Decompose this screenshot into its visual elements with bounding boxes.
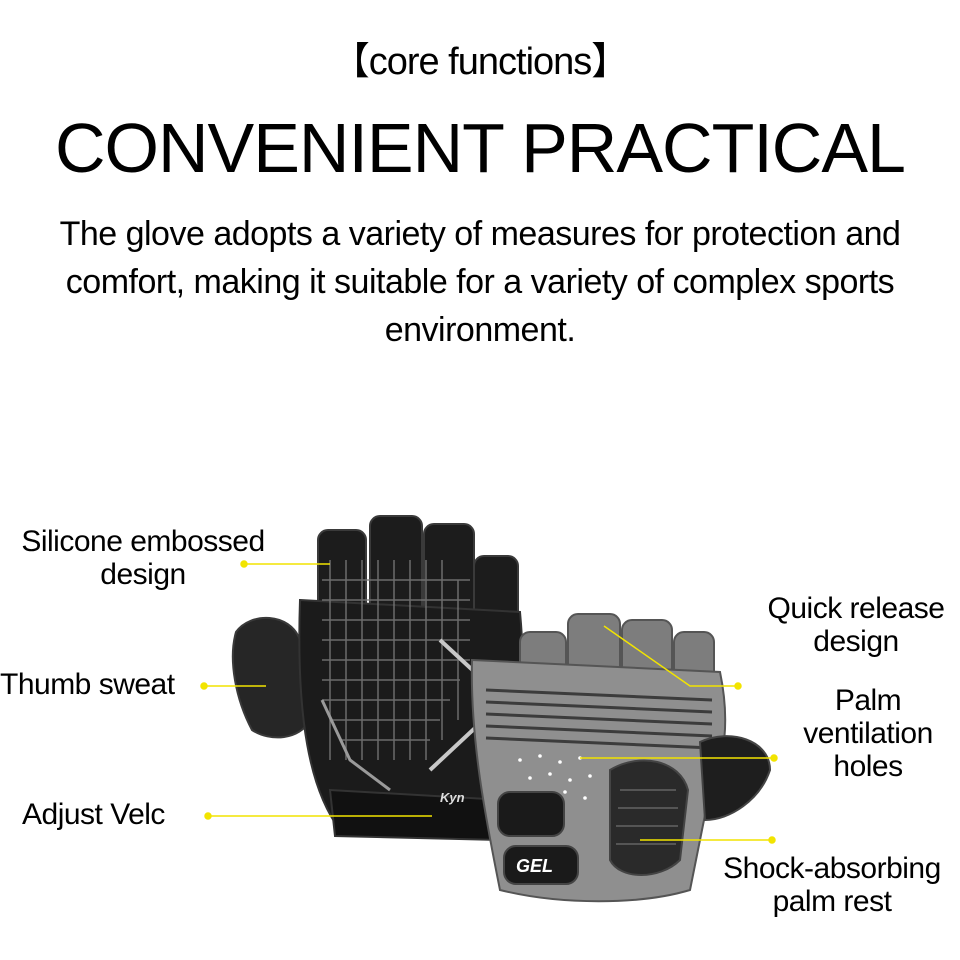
callout-quick-release: Quick release design [756, 592, 956, 658]
callout-velc-line1: Adjust Velc [22, 798, 165, 831]
gel-pad [497, 791, 565, 837]
leader-dot [200, 682, 208, 690]
leader-dot [768, 836, 776, 844]
shock-absorbing-pad [609, 759, 690, 876]
leader-line-quick [603, 625, 738, 687]
leader-lines [200, 560, 778, 844]
glove-back-thumb [231, 617, 312, 739]
callout-shock-absorbing: Shock-absorbing palm rest [708, 852, 956, 918]
section-subtitle: 【core functions】 [331, 41, 630, 83]
gel-pad-label: GEL [516, 856, 553, 876]
glove-back-finger [423, 523, 475, 621]
silicone-grid [322, 560, 470, 760]
glove-back: Kyn [231, 515, 525, 842]
callout-shock-line2: palm rest [772, 885, 892, 918]
reflective-stripe [320, 699, 391, 792]
description-text: The glove adopts a variety of measures f… [59, 215, 901, 349]
glove-back-cuff [328, 788, 507, 842]
glove-palm-thumb [698, 735, 772, 822]
leader-dot [204, 812, 212, 820]
leader-dot [240, 560, 248, 568]
page-headline: CONVENIENT PRACTICAL [55, 109, 906, 187]
callout-vent-line1: Palm [834, 684, 902, 717]
callout-silicone-line2: design [100, 558, 186, 591]
callout-vent-line3: holes [833, 750, 903, 783]
callout-thumb-line1: Thumb sweat [0, 668, 175, 701]
palm-stripe-band [485, 688, 713, 750]
shock-pad-ribs [616, 789, 678, 845]
gel-pad [503, 845, 579, 885]
callout-velc: Adjust Velc [22, 798, 165, 831]
leader-dot [734, 682, 742, 690]
callout-quick-line2: design [813, 625, 899, 658]
leader-dot [770, 754, 778, 762]
callout-shock-line1: Shock-absorbing [723, 852, 941, 885]
callout-vent-line2: ventilation [803, 717, 933, 750]
callout-silicone: Silicone embossed design [8, 525, 278, 591]
callout-silicone-line1: Silicone embossed [21, 525, 265, 558]
glove-palm: GEL [470, 613, 772, 903]
callout-palm-ventilation: Palm ventilation holes [788, 684, 948, 783]
callout-quick-line1: Quick release [767, 592, 945, 625]
brand-logo-text: Kyn [440, 790, 465, 805]
callout-thumb: Thumb sweat [0, 668, 175, 701]
